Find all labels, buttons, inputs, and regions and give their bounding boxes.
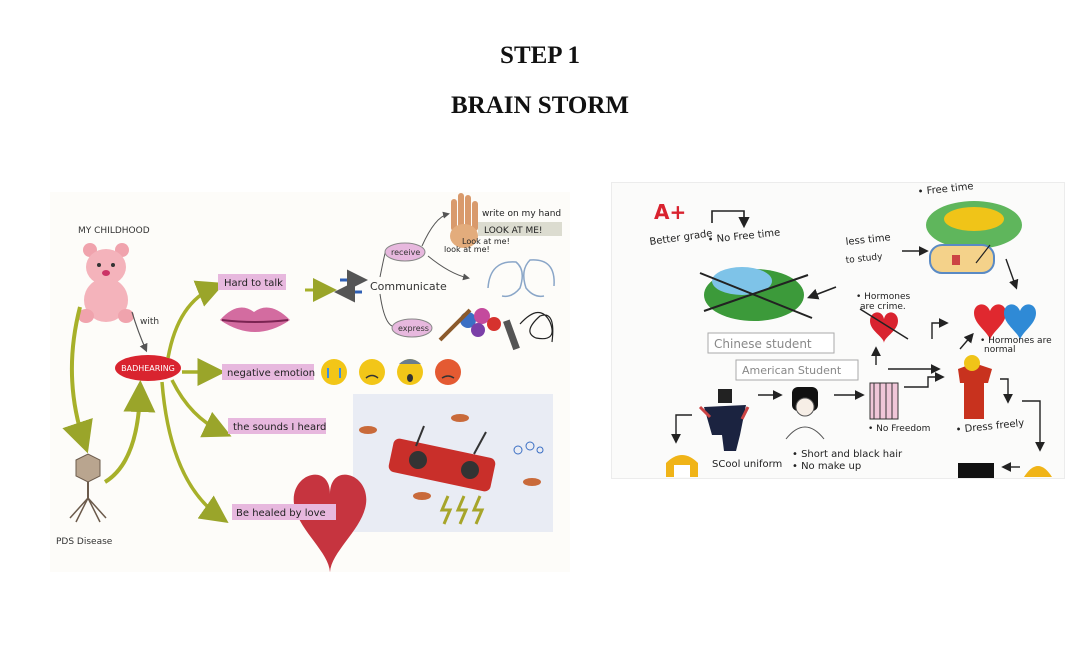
vibration-lines-icon (439, 495, 485, 525)
look-at-me-label-1: LOOK AT ME! (484, 226, 543, 236)
virus-icon (69, 453, 107, 523)
hormones-normal-label-2: normal (984, 345, 1016, 355)
hormones-crime-label-2: are crime. (860, 302, 906, 312)
page-title: BRAIN STORM (450, 92, 630, 119)
black-hair-girl-icon (785, 387, 825, 440)
dress-freely-label: • Dress freely (955, 418, 1025, 436)
classroom-icon (929, 244, 995, 274)
free-time-label: • Free time (917, 183, 974, 198)
express-label: express (398, 324, 429, 333)
healed-by-love-node (232, 504, 336, 520)
student-comparison-map: A+ Better grade • No Free time less time… (612, 183, 1064, 478)
student-photo-icon (958, 463, 994, 478)
communicate-label: Communicate (370, 280, 447, 293)
disease-label: PDS Disease (56, 537, 113, 547)
sad-face-icon (359, 359, 385, 385)
childhood-mind-map: MY CHILDHOOD with BADHEARING PDS Disease… (50, 192, 570, 572)
with-label: with (140, 317, 159, 327)
happy-landscape-icon (926, 201, 1022, 249)
radio-icon (388, 425, 496, 492)
fish-icon (359, 414, 541, 500)
badhearing-node (115, 355, 181, 381)
short-hair-label-2: • No make up (792, 461, 861, 472)
bubbles-icon (513, 441, 544, 455)
no-free-time-label: • No Free time (707, 227, 781, 246)
crossed-heart-icon (859, 308, 909, 343)
to-study-label: to study (845, 252, 883, 266)
healed-by-love-label: Be healed by love (236, 508, 326, 519)
childhood-label: MY CHILDHOOD (78, 226, 150, 236)
caged-brain-icon (869, 382, 899, 420)
less-time-label: less time (845, 232, 891, 248)
school-uniform-label: SCool uniform (712, 459, 782, 470)
hormones-crime-label-1: • Hormones (856, 292, 911, 302)
badhearing-label: BADHEARING (121, 364, 175, 373)
crying-face-icon (321, 359, 347, 385)
short-hair-label-1: • Short and black hair (792, 449, 903, 460)
sounds-heard-label: the sounds I heard (233, 422, 326, 433)
american-student-box (735, 359, 859, 381)
fearful-face-icon (397, 359, 423, 385)
american-student-label: American Student (742, 364, 842, 377)
uniform-figure-icon (698, 389, 750, 451)
exchange-arrows-icon (334, 269, 368, 303)
look-at-me-label-3: look at me! (444, 245, 490, 254)
angry-face-icon (435, 359, 461, 385)
hormones-normal-label-1: • Hormones are (980, 336, 1052, 346)
faces-talking-icon (487, 259, 555, 298)
negative-emotion-label: negative emotion (227, 368, 315, 379)
lips-icon (220, 307, 290, 332)
heart-icon (293, 474, 367, 572)
mind-map-drawing: MY CHILDHOOD with BADHEARING PDS Disease… (56, 193, 562, 572)
comparison-drawing: A+ Better grade • No Free time less time… (649, 183, 1052, 478)
teddy-bear-icon (78, 243, 134, 323)
school-dome-icon (1024, 466, 1052, 477)
write-on-hand-label: write on my hand (482, 209, 561, 219)
school-arch-icon (666, 455, 698, 477)
chinese-student-label: Chinese student (714, 337, 812, 351)
crossed-landscape-icon (699, 267, 813, 321)
look-at-me-label-2: Look at me! (462, 237, 510, 246)
hard-to-talk-node (218, 274, 286, 290)
chinese-student-box (707, 332, 835, 354)
sounds-heard-node (228, 418, 326, 434)
paint-palette-icon (438, 308, 501, 342)
negative-emotion-node (222, 364, 314, 380)
colorful-shirt-icon (958, 355, 992, 419)
scribble-icon (503, 311, 554, 351)
hand-icon (450, 193, 478, 248)
a-plus-label: A+ (654, 200, 686, 224)
step-heading: STEP 1 (500, 42, 580, 69)
two-hearts-icon (974, 304, 1036, 341)
better-grade-label: Better grade (649, 228, 713, 248)
hard-to-talk-label: Hard to talk (224, 278, 283, 289)
no-freedom-label: • No Freedom (868, 424, 930, 434)
receive-label: receive (391, 248, 420, 257)
